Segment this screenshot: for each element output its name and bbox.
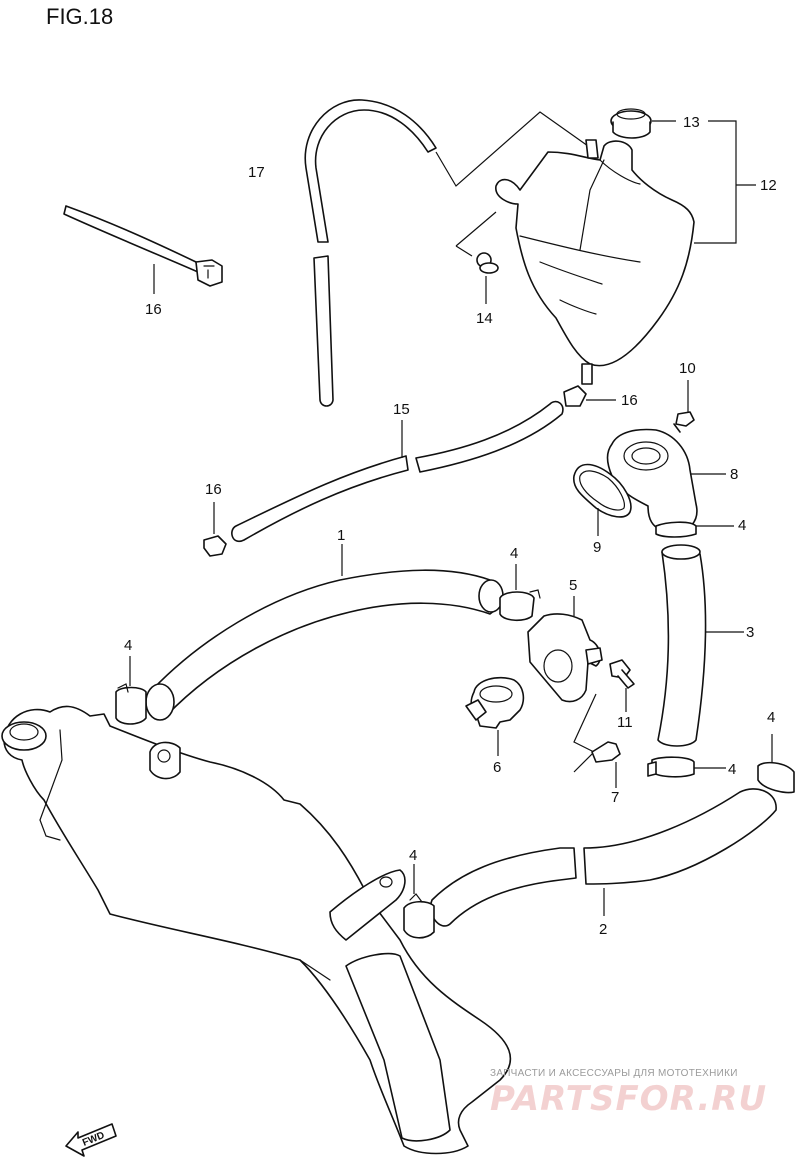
clamp-4-upper-right bbox=[655, 521, 734, 538]
callout-4-c: 4 bbox=[124, 637, 132, 654]
callout-13: 13 bbox=[683, 114, 700, 131]
callout-6: 6 bbox=[493, 759, 501, 776]
callout-4-e: 4 bbox=[767, 709, 775, 726]
reservoir-tank-12 bbox=[495, 139, 695, 385]
callout-17: 17 bbox=[248, 164, 265, 181]
clamp-4-hose2-left bbox=[403, 864, 435, 939]
callout-16-c: 16 bbox=[205, 481, 222, 498]
thermostat-6 bbox=[465, 676, 525, 756]
clip-16-top bbox=[563, 385, 616, 407]
watermark-tagline: ЗАПЧАСТИ И АКСЕССУАРЫ ДЛЯ МОТОТЕХНИКИ bbox=[490, 1068, 738, 1079]
bolt-10 bbox=[673, 380, 695, 433]
cap-13 bbox=[610, 108, 652, 139]
watermark-site: PARTSFOR.RU bbox=[490, 1079, 767, 1119]
callout-7: 7 bbox=[611, 789, 619, 806]
housing-5 bbox=[527, 596, 603, 703]
hose-2 bbox=[429, 788, 777, 927]
callout-8: 8 bbox=[730, 466, 738, 483]
callout-9: 9 bbox=[593, 539, 601, 556]
callout-4-a: 4 bbox=[510, 545, 518, 562]
hose-15 bbox=[231, 400, 564, 543]
bolt-14 bbox=[455, 211, 499, 304]
hose-3 bbox=[657, 544, 744, 747]
callout-14: 14 bbox=[476, 310, 493, 327]
clamp-4-hose1-right bbox=[499, 564, 541, 622]
callout-1: 1 bbox=[337, 527, 345, 544]
clip-16-left bbox=[203, 502, 227, 557]
callout-16-b: 16 bbox=[621, 392, 638, 409]
sensor-11 bbox=[609, 659, 635, 712]
strap-16 bbox=[63, 205, 223, 294]
callout-4-f: 4 bbox=[409, 847, 417, 864]
callout-11: 11 bbox=[617, 714, 633, 731]
callout-3: 3 bbox=[746, 624, 754, 641]
hose-17 bbox=[304, 99, 589, 407]
callout-4-b: 4 bbox=[738, 517, 746, 534]
radiator-assembly bbox=[1, 705, 512, 1155]
figure-title: FIG.18 bbox=[46, 4, 113, 29]
clamp-4-lower-3 bbox=[647, 756, 726, 778]
callout-15: 15 bbox=[393, 401, 410, 418]
callout-5: 5 bbox=[569, 577, 577, 594]
o-ring-9 bbox=[572, 463, 632, 536]
bolt-7 bbox=[573, 693, 621, 788]
callout-2: 2 bbox=[599, 921, 607, 938]
leader-12 bbox=[694, 120, 756, 244]
fwd-arrow-icon: FWD bbox=[65, 1123, 117, 1157]
callout-12: 12 bbox=[760, 177, 777, 194]
hose-1 bbox=[145, 544, 504, 721]
callout-16-a: 16 bbox=[145, 301, 162, 318]
callout-10: 10 bbox=[679, 360, 696, 377]
clamp-4-far-right bbox=[757, 734, 795, 794]
callout-4-d: 4 bbox=[728, 761, 736, 778]
clamp-4-hose1-left bbox=[115, 656, 147, 725]
